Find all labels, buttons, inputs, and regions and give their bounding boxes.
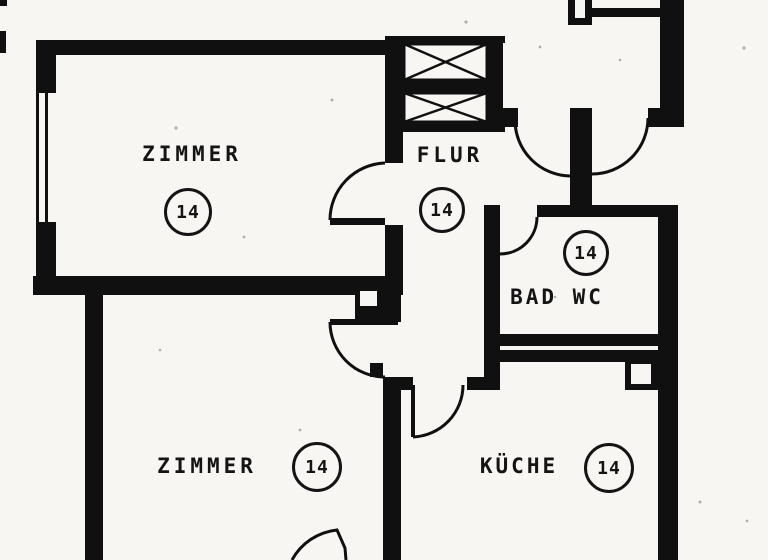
room-label-flur: FLUR <box>416 143 484 167</box>
noise-speck <box>698 500 702 504</box>
noise-speck <box>745 519 749 523</box>
noise-speck <box>742 46 746 50</box>
scan-noise-specks <box>158 20 749 523</box>
door-swing-arcs <box>290 117 650 560</box>
duct-notches <box>360 291 651 384</box>
shaft-box-2 <box>402 91 489 124</box>
door-arc-room2 <box>328 321 386 379</box>
wall-room1-bottom <box>33 276 403 295</box>
wall-right-outer <box>658 205 678 560</box>
unit-number-circle-zimmer-1: 14 <box>164 188 212 236</box>
entrance-door-frame-left <box>568 0 575 25</box>
wall-shaft-middle <box>403 80 490 92</box>
entrance-door-frame-right <box>585 0 592 25</box>
wall-room2-left <box>85 280 103 560</box>
window-inner-line <box>45 93 48 222</box>
wall-shaft-bottom <box>385 122 505 132</box>
wall-vestibule-right-stub <box>648 108 684 127</box>
unit-number-circle-zimmer-2: 14 <box>292 442 342 492</box>
wall-vestibule-center <box>570 108 592 207</box>
wall-room1-right-lower <box>385 225 403 295</box>
room-label-bad-wc: BAD WC <box>510 285 604 309</box>
door-arc-room1 <box>328 161 386 221</box>
noise-speck <box>618 58 622 62</box>
room-label-zimmer-2: ZIMMER <box>157 454 257 478</box>
noise-speck <box>464 20 468 24</box>
wall-room2-right-lower <box>383 377 401 560</box>
door-arc-badwc <box>499 216 539 256</box>
window-outer-line <box>36 93 39 222</box>
wall-entrance-right <box>660 0 684 112</box>
noise-speck <box>174 126 178 130</box>
wall-vestibule-left-stub <box>487 108 518 127</box>
door-arc-vestibule-left <box>513 119 571 178</box>
noise-speck <box>538 45 542 49</box>
noise-speck <box>158 348 162 352</box>
shaft-box-1 <box>402 42 489 82</box>
unit-number-circle-kueche: 14 <box>584 443 634 493</box>
walls <box>0 0 684 560</box>
door-arc-kueche <box>412 384 465 439</box>
door-arc-room2-bottom-partial <box>290 528 348 560</box>
wall-plumbing-lower <box>486 350 660 362</box>
badwc-door-leaf <box>494 217 500 262</box>
wall-room1-left-upper <box>36 40 56 93</box>
kueche-door-leaf <box>411 385 415 437</box>
entrance-door-threshold <box>569 18 592 25</box>
shaft-box-2-diagonal <box>403 91 488 124</box>
noise-speck <box>553 295 557 299</box>
noise-speck <box>298 428 302 432</box>
wall-room1-right-upper <box>385 36 403 163</box>
wall-door-strike-stub <box>370 363 383 377</box>
wall-plumbing-upper <box>486 334 660 346</box>
door-arc-vestibule-right <box>591 117 650 176</box>
shaft-box-1-diagonal <box>403 42 488 82</box>
window-double-line <box>36 93 48 222</box>
room-label-kueche: KÜCHE <box>479 454 559 478</box>
noise-speck <box>330 98 334 102</box>
unit-number-circle-flur: 14 <box>419 187 465 233</box>
scan-edge-mark-top <box>0 0 7 6</box>
room-label-zimmer-1: ZIMMER <box>142 142 242 166</box>
unit-number-circle-bad-wc: 14 <box>563 230 609 276</box>
wall-kueche-door-stub <box>467 377 484 390</box>
room1-door-leaf <box>330 218 385 225</box>
wall-entrance-top <box>592 8 660 17</box>
noise-speck <box>242 235 246 239</box>
wall-room1-left-lower <box>36 222 56 282</box>
duct-notch-square <box>360 291 377 306</box>
room2-door-leaf <box>330 319 398 325</box>
wall-shaft-right <box>487 36 503 127</box>
wall-shaft-top <box>385 36 505 43</box>
scan-edge-mark-left <box>0 31 6 53</box>
installation-shaft-x-box <box>402 42 489 124</box>
wall-room1-top <box>36 40 403 55</box>
duct-notch-square <box>631 364 651 384</box>
wall-flur-badwc <box>537 205 677 217</box>
